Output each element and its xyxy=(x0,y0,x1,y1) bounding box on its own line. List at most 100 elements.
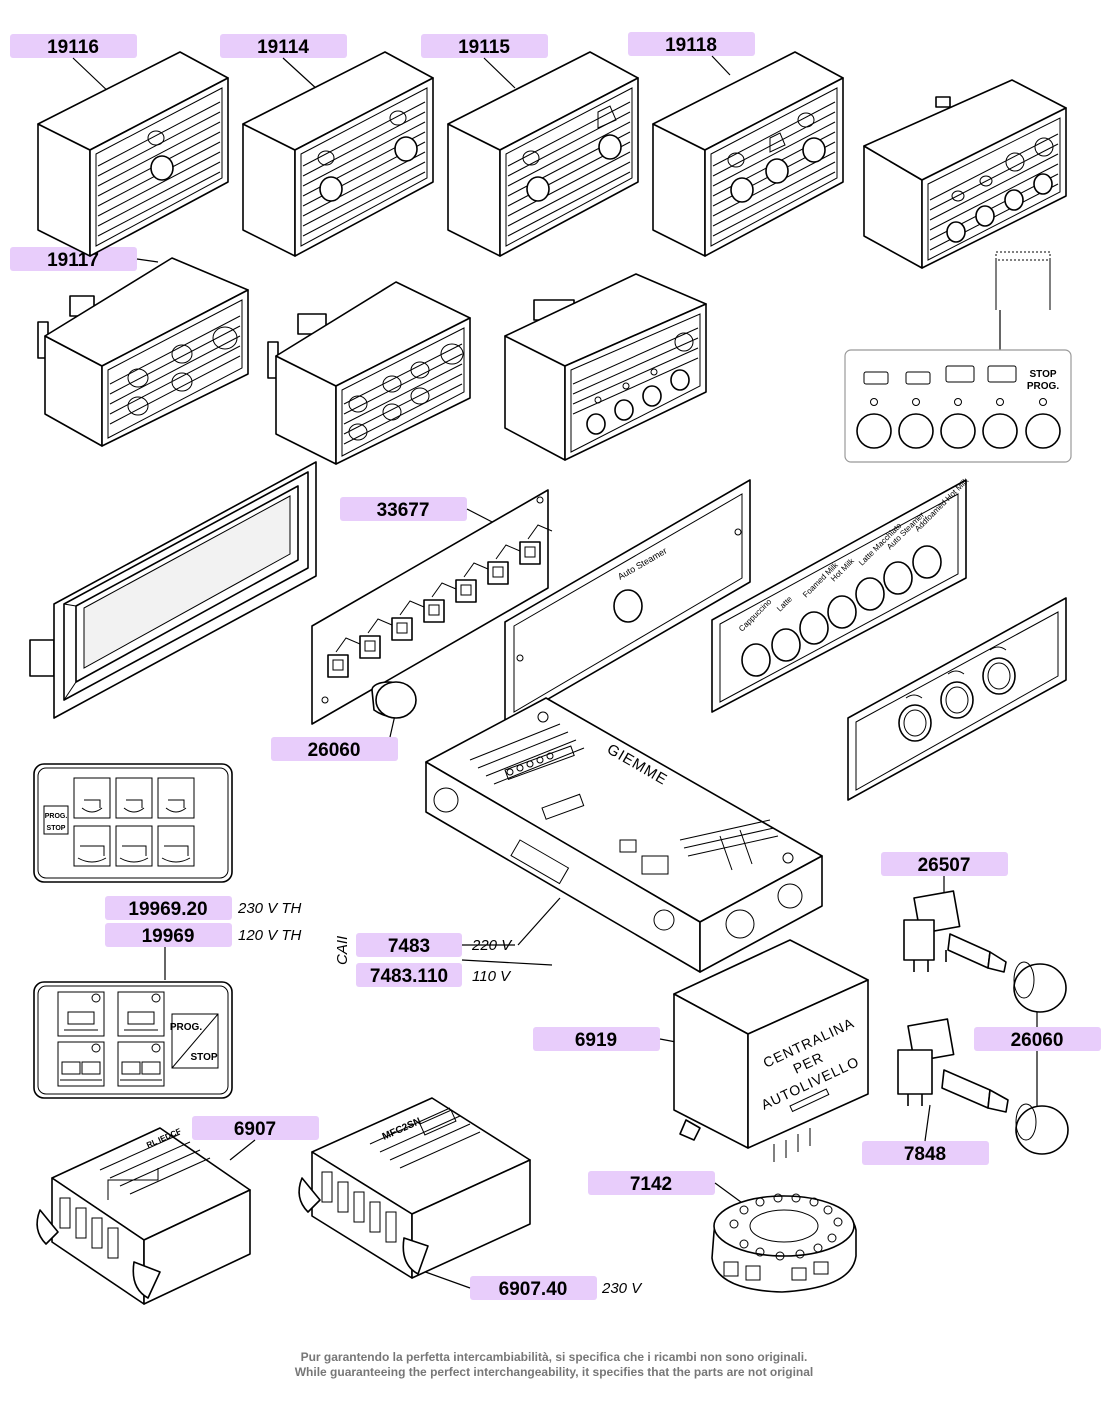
label-26507[interactable]: 26507 xyxy=(881,852,1008,876)
lcd-display-module xyxy=(29,461,317,719)
prog-panel-label: PROG. xyxy=(170,1022,202,1033)
keypad-19114[interactable] xyxy=(242,51,434,257)
label-7483-110-text: 7483.110 xyxy=(370,966,448,987)
stop-small-label: STOP xyxy=(47,825,66,832)
keypad-top-button-2[interactable] xyxy=(975,205,995,227)
keypad-19115-button-2[interactable] xyxy=(598,134,622,160)
flat-keypad-panel[interactable]: STOP PROG. xyxy=(844,251,1072,463)
label-33677-text: 33677 xyxy=(377,500,430,521)
control-box-7483: GIEMME xyxy=(425,697,823,973)
cup-icon xyxy=(64,1011,98,1031)
cup-icon xyxy=(727,152,745,168)
keypad-19118[interactable] xyxy=(652,51,844,257)
cup-icon xyxy=(905,694,923,699)
steam-icon xyxy=(597,105,617,129)
plate-three-button xyxy=(847,597,1067,801)
cup-icon xyxy=(124,1011,158,1031)
keypad-top-button-1[interactable] xyxy=(946,221,966,243)
label-26060-right[interactable]: 26060 xyxy=(974,1027,1101,1051)
bracket-label: CAII xyxy=(334,936,351,965)
keypad-19115-button-1[interactable] xyxy=(526,176,550,202)
label-6907[interactable]: 6907 xyxy=(192,1116,319,1140)
flat-panel-button-2[interactable] xyxy=(898,413,934,449)
flat-panel-button-5[interactable] xyxy=(1025,413,1061,449)
cup-icon xyxy=(81,799,103,813)
panel-four-cup: PROG. STOP xyxy=(33,981,233,1099)
label-19114[interactable]: 19114 xyxy=(220,34,347,58)
label-19118-text: 19118 xyxy=(665,35,717,56)
flat-panel-button-4[interactable] xyxy=(982,413,1018,449)
socket-7142 xyxy=(711,1193,857,1293)
label-19117[interactable]: 19117 xyxy=(10,247,137,271)
footer-english: While guaranteeing the perfect interchan… xyxy=(294,1365,814,1379)
label-19969[interactable]: 19969 xyxy=(105,923,232,947)
module-6907-40: MFC2SN xyxy=(298,1097,531,1279)
cup-icon xyxy=(989,646,1007,651)
note-6907-40: 230 V xyxy=(601,1280,643,1297)
label-7848[interactable]: 7848 xyxy=(862,1141,989,1165)
keypad-19116-button[interactable] xyxy=(150,155,174,181)
label-19969-text: 19969 xyxy=(142,926,195,947)
label-7483-110[interactable]: 7483.110 xyxy=(356,963,462,987)
label-7142-text: 7142 xyxy=(630,1174,672,1195)
leader-lines xyxy=(72,55,1038,1289)
keypad-six-button[interactable] xyxy=(267,281,471,465)
keypad-19118-button-3[interactable] xyxy=(802,137,826,163)
keypad-19117[interactable] xyxy=(37,257,249,447)
cup-icon xyxy=(161,845,191,863)
footer-italian: Pur garantendo la perfetta intercambiabi… xyxy=(300,1350,808,1364)
label-7483[interactable]: 7483 xyxy=(356,933,462,957)
label-19969-20-text: 19969.20 xyxy=(128,899,207,920)
keypad-19116[interactable] xyxy=(37,51,229,257)
label-26507-text: 26507 xyxy=(918,855,971,876)
panel-six-cup: PROG. STOP xyxy=(33,763,233,883)
cup-icon xyxy=(123,799,145,813)
keypad-19118-button-1[interactable] xyxy=(730,177,754,203)
keypad-19118-button-2[interactable] xyxy=(765,158,789,184)
switch-26507 xyxy=(903,890,1007,973)
label-19969-20[interactable]: 19969.20 xyxy=(105,896,232,920)
keypad-19115[interactable] xyxy=(447,51,639,257)
label-19115[interactable]: 19115 xyxy=(421,34,548,58)
cup-icon xyxy=(165,799,187,813)
note-19969: 120 V TH xyxy=(238,927,302,944)
label-19118[interactable]: 19118 xyxy=(628,32,755,56)
keypad-19114-button-2[interactable] xyxy=(394,136,418,162)
plate-seven-button: Cappuccino Latte Foamed Milk Hot Milk La… xyxy=(711,475,971,713)
label-19114-text: 19114 xyxy=(257,37,309,58)
keypad-five-button-mid[interactable] xyxy=(504,273,707,461)
note-19969-20: 230 V TH xyxy=(237,900,302,917)
flat-panel-button-3[interactable] xyxy=(940,413,976,449)
cup-icon xyxy=(979,175,993,187)
label-33677[interactable]: 33677 xyxy=(340,497,467,521)
cup-icon xyxy=(119,845,149,863)
label-7142[interactable]: 7142 xyxy=(588,1171,715,1195)
prog-label: PROG. xyxy=(1027,381,1059,392)
switch-panel-33677 xyxy=(311,489,553,725)
keypad-19114-button-1[interactable] xyxy=(319,176,343,202)
label-26060-right-text: 26060 xyxy=(1011,1030,1064,1051)
label-6919[interactable]: 6919 xyxy=(533,1027,660,1051)
keypad-top-button-4[interactable] xyxy=(1033,173,1053,195)
label-19116-text: 19116 xyxy=(47,37,99,58)
label-6907-40[interactable]: 6907.40 xyxy=(470,1276,597,1300)
cup-icon xyxy=(60,1061,102,1081)
label-19116[interactable]: 19116 xyxy=(10,34,137,58)
cup-icon xyxy=(797,112,815,128)
module-6907: RL IEDCF xyxy=(36,1127,251,1305)
label-7483-text: 7483 xyxy=(388,936,430,957)
stop-label: STOP xyxy=(1029,369,1056,380)
keypad-five-button-top[interactable] xyxy=(863,79,1067,269)
stop-panel-label: STOP xyxy=(190,1052,217,1063)
note-7483-110: 110 V xyxy=(472,968,512,985)
knob-26060-right-top xyxy=(1013,961,1067,1013)
switch-7848 xyxy=(897,1018,1009,1113)
flat-panel-button-1[interactable] xyxy=(856,413,892,449)
prog-small-label: PROG. xyxy=(45,813,68,820)
label-7848-text: 7848 xyxy=(904,1144,946,1165)
label-26060-top[interactable]: 26060 xyxy=(271,737,398,761)
label-6919-text: 6919 xyxy=(575,1030,617,1051)
prog-icon xyxy=(1005,152,1025,172)
keypad-top-button-3[interactable] xyxy=(1004,189,1024,211)
